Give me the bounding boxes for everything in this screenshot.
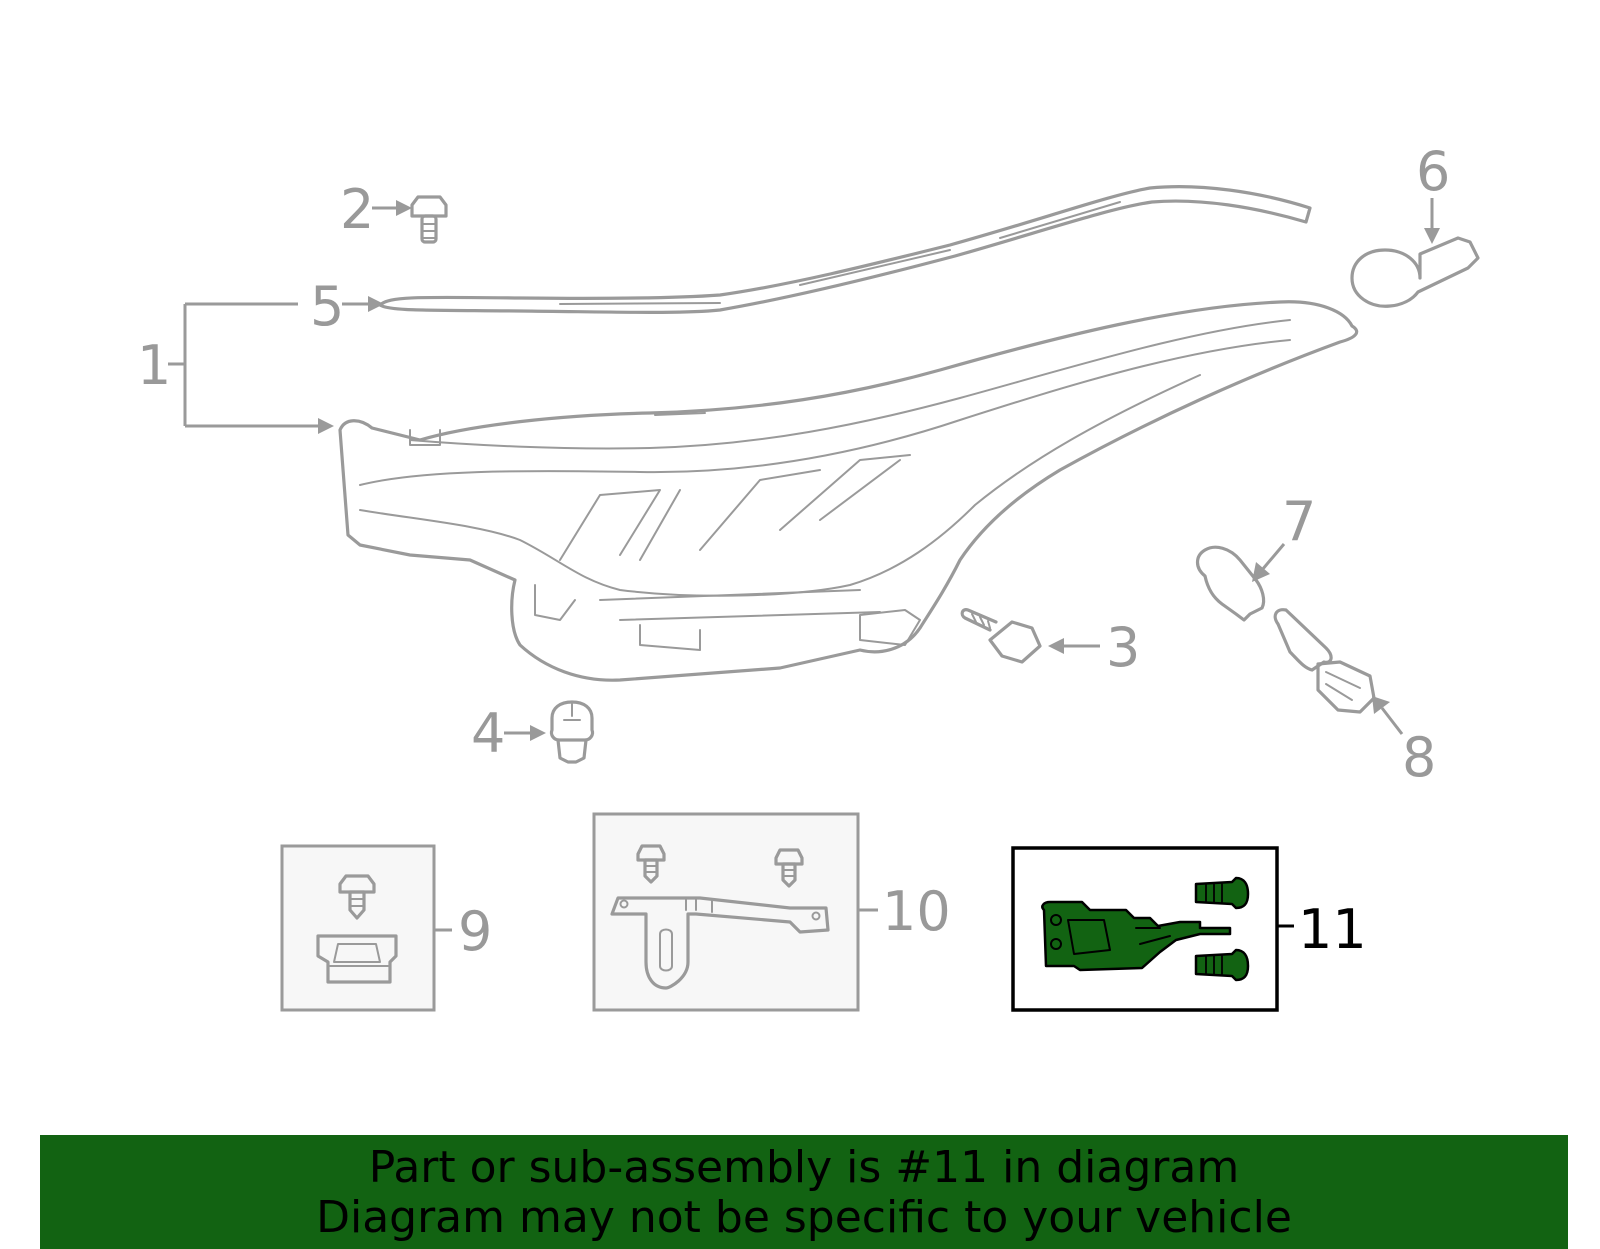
callout-3: 3 [1048, 616, 1140, 679]
callout-4: 4 [471, 702, 546, 765]
screw-2 [410, 195, 448, 244]
socket-8 [1273, 608, 1376, 714]
callout-8: 8 [1372, 696, 1436, 789]
callout-label-11: 11 [1298, 898, 1367, 961]
callout-label-1: 1 [137, 334, 171, 397]
callout-label-10: 10 [882, 880, 951, 943]
leveling-motor-11[interactable] [1041, 900, 1232, 972]
bulb-6 [1350, 236, 1480, 308]
panel-10: 10 [592, 812, 951, 1012]
callout-label-8: 8 [1402, 726, 1436, 789]
callout-6: 6 [1416, 140, 1450, 244]
bracket-10 [610, 896, 830, 990]
callout-label-6: 6 [1416, 140, 1450, 203]
info-banner: Part or sub-assembly is #11 in diagram D… [40, 1135, 1568, 1249]
banner-line-1: Part or sub-assembly is #11 in diagram [368, 1142, 1240, 1193]
clip-4 [549, 700, 595, 764]
screw-11b[interactable] [1194, 948, 1250, 982]
panel-9: 9 [280, 844, 492, 1012]
screw-10a [636, 844, 666, 884]
banner-line-2: Diagram may not be specific to your vehi… [316, 1192, 1292, 1243]
callout-1: 1 [137, 302, 334, 434]
headlamp-assembly [338, 300, 1359, 682]
clip-9 [316, 934, 398, 984]
callout-label-2: 2 [340, 178, 374, 241]
callout-label-3: 3 [1106, 616, 1140, 679]
callout-5: 5 [310, 275, 384, 338]
seal-strip [378, 185, 1312, 314]
callout-label-4: 4 [471, 702, 505, 765]
screw-11a[interactable] [1194, 876, 1250, 910]
callout-label-5: 5 [310, 275, 344, 338]
callout-2: 2 [340, 178, 412, 241]
bolt-3 [960, 608, 1042, 664]
bulb-7 [1195, 545, 1266, 622]
callout-label-7: 7 [1282, 490, 1316, 553]
screw-10b [774, 848, 804, 888]
screw-9 [338, 874, 376, 920]
callout-7: 7 [1252, 490, 1316, 582]
panel-11[interactable]: 11 [1011, 846, 1367, 1012]
callout-label-9: 9 [458, 900, 492, 963]
